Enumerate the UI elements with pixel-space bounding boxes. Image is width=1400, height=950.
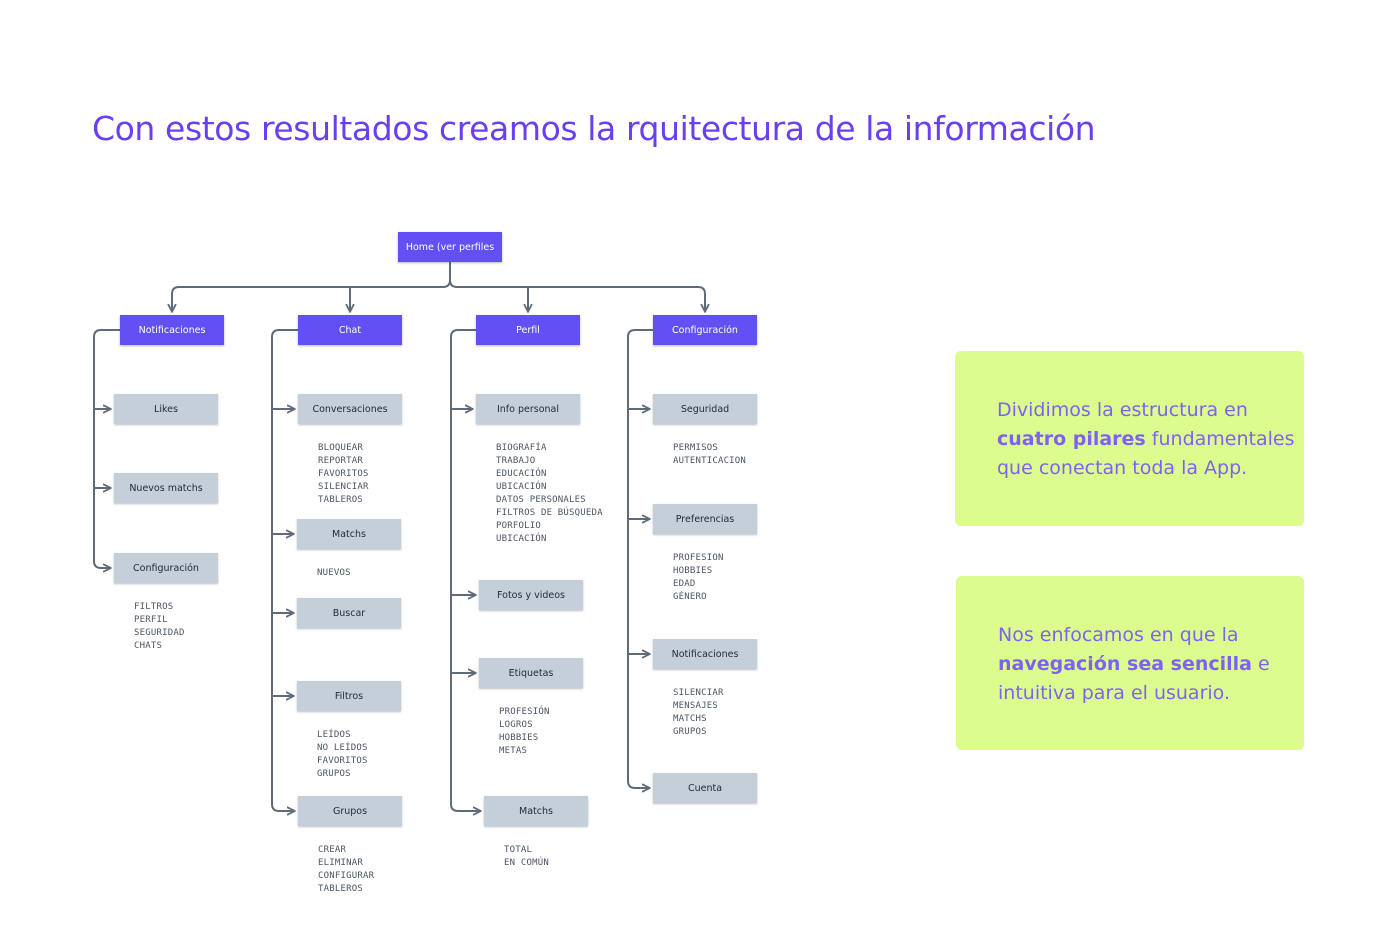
sub-item: GRUPOS <box>317 769 351 779</box>
card-text-bold: navegación sea sencilla <box>998 653 1252 675</box>
node-likes: Likes <box>114 394 218 424</box>
sub-item: NUEVOS <box>317 568 351 578</box>
sub-item: PORFOLIO <box>496 521 541 531</box>
sub-item: SILENCIAR <box>673 688 724 698</box>
sub-items-list: SILENCIAR MENSAJES MATCHS GRUPOS <box>673 687 724 739</box>
sub-items-list: BLOQUEAR REPORTAR FAVORITOS SILENCIAR TABLER… <box>318 442 369 507</box>
sub-item: UBICACIÓN <box>496 482 547 492</box>
sub-item: PERFIL <box>134 615 168 625</box>
sub-item: LOGROS <box>499 720 533 730</box>
sub-item: SILENCIAR <box>318 482 369 492</box>
category-node-chat: Chat <box>298 315 402 345</box>
sub-item: TOTAL <box>504 845 533 855</box>
sub-item: FAVORITOS <box>317 756 368 766</box>
sub-item: UBICACIÓN <box>496 534 547 544</box>
sub-item: CONFIGURAR <box>318 871 375 881</box>
node-etiquetas: Etiquetas <box>479 658 583 688</box>
root-connector-right <box>449 279 710 313</box>
sub-item: CREAR <box>318 845 347 855</box>
sub-item: TABLEROS <box>318 884 363 894</box>
node-filtros: Filtros <box>297 681 401 711</box>
page-title: Con estos resultados creamos la rquitect… <box>92 109 1096 148</box>
sub-item: EN COMÚN <box>504 858 549 868</box>
root-connector-left <box>167 261 451 313</box>
node-cuenta: Cuenta <box>653 773 757 803</box>
sub-item: GÉNERO <box>673 592 707 602</box>
category-node-perfil: Perfil <box>476 315 580 345</box>
node-conversaciones: Conversaciones <box>298 394 402 424</box>
column-spine <box>93 329 121 573</box>
sub-items-list: PROFESIÓN LOGROS HOBBIES METAS <box>499 706 550 758</box>
sub-items-list: BIOGRAFÍA TRABAJO EDUCACIÓN UBICACIÓN DATOS … <box>496 442 603 546</box>
card-text-after: e intuitiva para el usuario. <box>998 653 1270 704</box>
sub-item: AUTENTICACION <box>673 456 747 466</box>
node-matchs: Matchs <box>297 519 401 549</box>
node-buscar: Buscar <box>297 598 401 628</box>
sub-items-list: FILTROS PERFIL SEGURIDAD CHATS <box>134 601 185 653</box>
category-node-notificaciones: Notificaciones <box>120 315 224 345</box>
column-spine <box>627 329 654 793</box>
node-info-personal: Info personal <box>476 394 580 424</box>
node-configuracion: Configuración <box>114 553 218 583</box>
node-preferencias: Preferencias <box>653 504 757 534</box>
sub-item: PROFESIÓN <box>499 707 550 717</box>
sub-item: FILTROS <box>134 602 174 612</box>
sub-item: PERMISOS <box>673 443 718 453</box>
node-seguridad: Seguridad <box>653 394 757 424</box>
sub-items-list: CREAR ELIMINAR CONFIGURAR TABLEROS <box>318 844 374 896</box>
sub-item: LEÍDOS <box>317 730 351 740</box>
sub-item: BLOQUEAR <box>318 443 363 453</box>
node-fotos-y-videos: Fotos y videos <box>479 580 583 610</box>
sub-item: MATCHS <box>673 714 707 724</box>
sub-item: MENSAJES <box>673 701 718 711</box>
sub-item: FAVORITOS <box>318 469 369 479</box>
sub-items-list: PROFESION HOBBIES EDAD GÉNERO <box>673 552 724 604</box>
node-grupos: Grupos <box>298 796 402 826</box>
sub-item: METAS <box>499 746 528 756</box>
sub-item: ELIMINAR <box>318 858 363 868</box>
root-node-home: Home (ver perfiles <box>398 232 502 262</box>
card-text-before: Nos enfocamos en que la <box>998 624 1239 646</box>
sub-item: FILTROS DE BÚSQUEDA <box>496 508 603 518</box>
info-card-pillars: Dividimos la estructura en cuatro pilare… <box>955 351 1304 526</box>
sub-item: CHATS <box>134 641 163 651</box>
sub-item: EDUCACIÓN <box>496 469 547 479</box>
sub-item: TRABAJO <box>496 456 536 466</box>
column-spine <box>271 329 299 816</box>
card-text-before: Dividimos la estructura en <box>997 399 1248 421</box>
sub-item: SEGURIDAD <box>134 628 185 638</box>
card-text-after: fundamentales que conectan toda la App. <box>997 428 1295 479</box>
node-matchs: Matchs <box>484 796 588 826</box>
category-node-configuracion: Configuración <box>653 315 757 345</box>
sub-item: EDAD <box>673 579 696 589</box>
card-text-bold: cuatro pilares <box>997 428 1146 450</box>
sub-item: BIOGRAFÍA <box>496 443 547 453</box>
sub-items-list: LEÍDOS NO LEÍDOS FAVORITOS GRUPOS <box>317 729 368 781</box>
sub-items-list: NUEVOS <box>317 567 351 580</box>
sub-item: DATOS PERSONALES <box>496 495 586 505</box>
sub-item: NO LEÍDOS <box>317 743 368 753</box>
sub-item: HOBBIES <box>673 566 713 576</box>
sub-item: PROFESION <box>673 553 724 563</box>
node-notificaciones: Notificaciones <box>653 639 757 669</box>
sub-item: REPORTAR <box>318 456 363 466</box>
sub-items-list: TOTAL EN COMÚN <box>504 844 549 870</box>
sub-item: GRUPOS <box>673 727 707 737</box>
column-spine <box>450 329 482 816</box>
sub-item: HOBBIES <box>499 733 539 743</box>
node-nuevos-matchs: Nuevos matchs <box>114 473 218 503</box>
sub-items-list: PERMISOS AUTENTICACION <box>673 442 746 468</box>
sub-item: TABLEROS <box>318 495 363 505</box>
info-card-navigation: Nos enfocamos en que la navegación sea s… <box>956 576 1304 750</box>
